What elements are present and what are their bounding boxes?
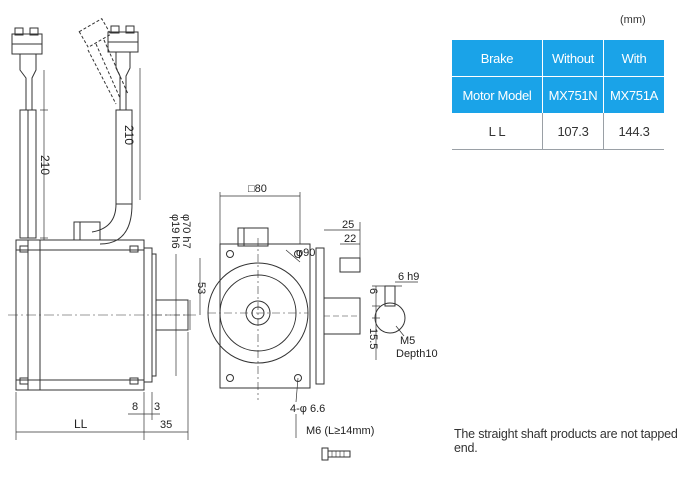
- ll-with: 144.3: [603, 113, 664, 150]
- key-22-dim: 22: [344, 233, 356, 245]
- brake-header: Brake: [452, 40, 543, 77]
- motor-body-side: [8, 221, 196, 391]
- key-6-dim: 6: [367, 288, 379, 294]
- left-connector: [11, 27, 43, 110]
- left-lead: [19, 109, 37, 239]
- ll-label: L L: [452, 113, 543, 150]
- alt-lead-dashed: [78, 18, 129, 105]
- spec-ll-row: L L 107.3 144.3: [452, 113, 664, 150]
- motor-front-view: [207, 227, 311, 400]
- shaft-profile: [315, 247, 361, 385]
- key-155-dim: 15.5: [367, 328, 379, 349]
- model-without: MX751N: [542, 76, 604, 113]
- bolt-circle-dim: φ90: [296, 247, 315, 259]
- dim-8: 8: [132, 401, 138, 413]
- without-header: Without: [542, 40, 604, 77]
- pilot-dia-dim: φ70 h7: [180, 214, 192, 249]
- footnote: The straight shaft products are not tapp…: [454, 427, 678, 455]
- spec-model-row: Motor Model MX751N MX751A: [452, 76, 664, 113]
- shaft-dia-dim: φ19 h6: [169, 214, 181, 249]
- bolt-icon: [321, 447, 351, 461]
- spec-header-row: Brake Without With: [452, 40, 664, 77]
- right-lead: [91, 109, 133, 245]
- height-53-dim: 53: [195, 282, 207, 294]
- depth-dim: Depth10: [396, 348, 438, 360]
- dim-3: 3: [154, 401, 160, 413]
- model-label: Motor Model: [452, 76, 543, 113]
- spec-table: Brake Without With Motor Model MX751N MX…: [452, 40, 664, 150]
- key-25-dim: 25: [342, 219, 354, 231]
- ll-dim: LL: [74, 417, 88, 431]
- key-width-dim: 6 h9: [398, 271, 419, 283]
- lead-left-dim: 210: [38, 155, 52, 175]
- holes-dim: 4-φ 6.6: [290, 403, 325, 415]
- ll-without: 107.3: [542, 113, 604, 150]
- with-header: With: [603, 40, 664, 77]
- dim-35: 35: [160, 419, 172, 431]
- lead-right-dim: 210: [122, 125, 136, 145]
- tap-dim: M6 (L≥14mm): [306, 425, 374, 437]
- model-with: MX751A: [603, 76, 664, 113]
- unit-note: (mm): [620, 14, 646, 26]
- right-connector: [107, 25, 139, 110]
- square-80-dim: □80: [248, 183, 267, 195]
- shaft-end-detail: [372, 281, 418, 360]
- m5-dim: M5: [400, 335, 415, 347]
